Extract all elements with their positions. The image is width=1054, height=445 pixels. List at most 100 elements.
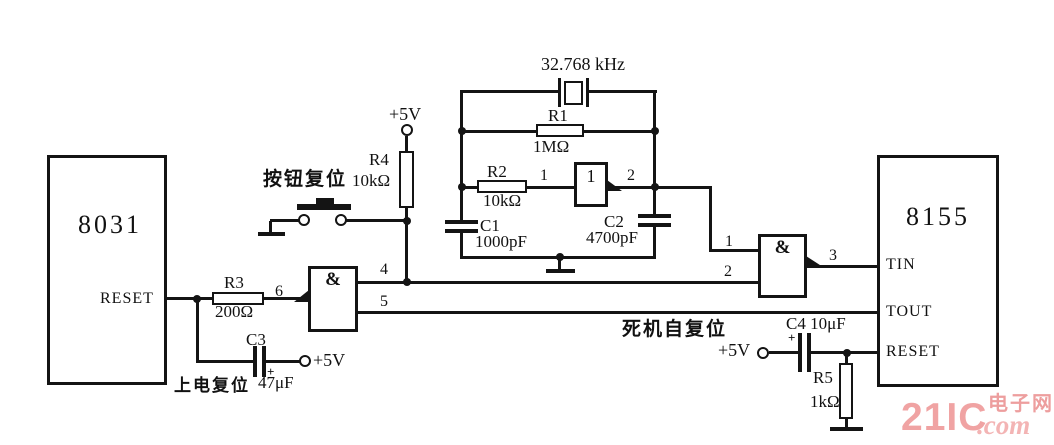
capacitor-c1-plate <box>445 220 478 224</box>
watermark-site-cn: 电子网 <box>988 393 1054 415</box>
resistor-r1 <box>536 124 584 137</box>
chip-8155 <box>877 155 999 387</box>
capacitor-c2-plate <box>638 214 671 218</box>
wire-osc-to-gate-drop <box>709 186 712 252</box>
crystal-plate <box>586 78 589 107</box>
wire-osc-right-rail <box>653 90 656 216</box>
chip-8155-label: 8155 <box>906 202 970 231</box>
wire-osc-ground-stem <box>558 258 561 271</box>
label-crystal-freq: 32.768 kHz <box>541 54 625 74</box>
gate-inverter-symbol: 1 <box>586 166 596 186</box>
gate-nand-left-symbol: & <box>325 269 341 290</box>
wire-r5-ground-stem <box>845 417 848 428</box>
chip-8031-label: 8031 <box>78 210 142 239</box>
label-gate-pin3: 3 <box>829 247 837 264</box>
wire-button-right <box>346 219 408 222</box>
label-c4-ref: C4 <box>786 314 806 333</box>
gate-nand-right-symbol: & <box>774 237 791 258</box>
crystal-icon <box>564 81 583 105</box>
label-crash-auto-reset: 死机自复位 <box>622 319 728 340</box>
ground-icon <box>258 232 285 236</box>
label-c2: C2 <box>604 212 624 231</box>
terminal-vcc-c4 <box>757 347 769 359</box>
chip-8155-pin-tout-label: TOUT <box>886 303 933 320</box>
label-gate-pin6: 6 <box>275 283 283 300</box>
button-contact[interactable] <box>298 214 310 226</box>
inverting-wedge-icon <box>294 290 309 302</box>
label-vcc-r4: +5V <box>389 104 422 124</box>
wire-r4-bottom <box>405 208 408 283</box>
inverting-wedge-icon <box>607 180 622 191</box>
chip-8031-pin-reset-label: RESET <box>100 290 154 307</box>
label-c1: C1 <box>480 216 500 235</box>
wire-button-left <box>270 219 302 222</box>
resistor-r5 <box>839 363 853 419</box>
junction-dot <box>556 253 564 261</box>
button-actuator[interactable] <box>316 198 334 204</box>
label-c3: C3 <box>246 330 266 349</box>
label-r5: R5 <box>813 368 833 387</box>
resistor-r4 <box>399 151 414 208</box>
wire-inverter-out <box>606 186 712 189</box>
wire-osc-top-right <box>588 90 657 93</box>
inverting-wedge-icon <box>806 256 823 267</box>
label-r3-value: 200Ω <box>215 302 254 321</box>
crystal-plate <box>558 78 561 107</box>
wire-line4 <box>358 281 760 284</box>
wire-osc-top-left <box>461 90 561 93</box>
capacitor-c1-plate <box>445 229 478 233</box>
capacitor-c4-plate <box>798 333 802 372</box>
label-c1-value: 1000pF <box>475 232 527 251</box>
ground-icon <box>546 269 575 273</box>
wire-osc-right-rail-low <box>653 227 656 259</box>
wire-r5-top <box>845 353 848 365</box>
wire-r4-top <box>405 136 408 153</box>
label-c2-value: 4700pF <box>586 228 638 247</box>
ground-icon <box>830 427 863 431</box>
wire-line3-tin <box>806 265 879 268</box>
label-button-reset: 按钮复位 <box>263 169 348 190</box>
label-c3-polarity: + <box>267 364 275 379</box>
label-gate-pin2: 2 <box>724 263 732 280</box>
label-gate-pin1: 1 <box>725 233 733 250</box>
label-power-on-reset: 上电复位 <box>174 376 250 395</box>
capacitor-c4-plate <box>807 333 811 372</box>
label-r4-value: 10kΩ <box>352 171 391 190</box>
label-vcc-c3: +5V <box>313 350 346 370</box>
label-c4-value: 10μF <box>810 314 846 333</box>
wire-line5-tout <box>358 311 879 314</box>
chip-8155-pin-tin-label: TIN <box>886 256 916 273</box>
resistor-r3 <box>212 292 264 305</box>
label-r2-value: 10kΩ <box>483 191 522 210</box>
label-vcc-c4: +5V <box>718 340 751 360</box>
label-r3: R3 <box>224 273 244 292</box>
label-osc-node-in: 1 <box>540 167 548 184</box>
terminal-vcc-c3 <box>299 355 311 367</box>
wire-c4-left <box>769 351 800 354</box>
label-r1: R1 <box>548 106 568 125</box>
gate-nand-right <box>758 234 807 298</box>
junction-dot <box>651 127 659 135</box>
wire-c3-right <box>266 360 302 363</box>
wire-button-ground-stem <box>269 221 272 233</box>
junction-dot <box>458 183 466 191</box>
wire-c3-left <box>196 360 256 363</box>
label-r5-value: 1kΩ <box>810 392 840 411</box>
label-r4: R4 <box>369 150 389 169</box>
capacitor-c3-plate <box>253 346 257 377</box>
resistor-r2 <box>477 180 527 193</box>
wire-line1 <box>709 249 760 252</box>
chip-8155-pin-reset-label: RESET <box>886 343 940 360</box>
gate-inverter <box>574 162 608 207</box>
wire-osc-left-rail-low <box>460 233 463 259</box>
junction-dot <box>458 127 466 135</box>
label-c4-polarity: + <box>788 330 796 345</box>
chip-8031 <box>47 155 167 385</box>
label-r1-value: 1MΩ <box>533 137 570 156</box>
watermark-domain: .com <box>977 410 1031 440</box>
watermark-brand: 21IC <box>901 396 988 439</box>
button-bar[interactable] <box>297 204 351 210</box>
label-c4: C4 10μF <box>786 315 846 333</box>
terminal-vcc-r4 <box>401 124 413 136</box>
